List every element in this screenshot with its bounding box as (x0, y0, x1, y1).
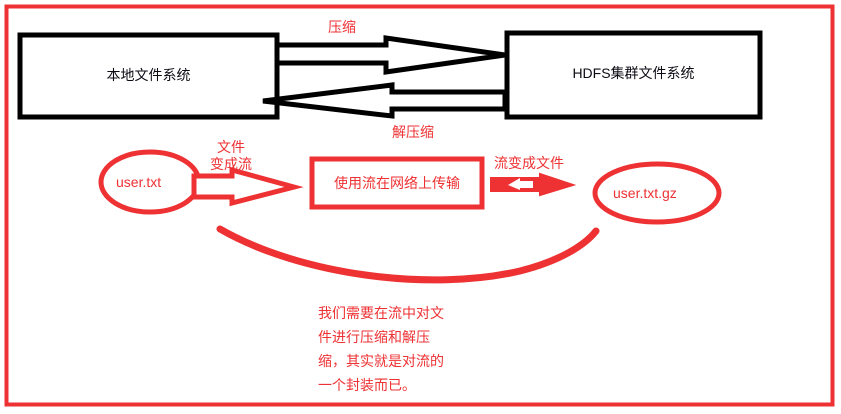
local-filesystem-label: 本地文件系统 (106, 67, 191, 83)
decompress-arrow (262, 82, 508, 119)
stream-transfer-box (309, 156, 485, 210)
annotation-note-line-4: 一个封装而已。 (318, 377, 416, 393)
hdfs-filesystem-label: HDFS集群文件系统 (572, 65, 695, 81)
result-file-ellipse (592, 161, 722, 225)
file-to-stream-label-line1: 文件 (217, 139, 245, 155)
source-file-label: user.txt (116, 174, 162, 190)
stream-to-file-label: 流变成文件 (494, 155, 564, 171)
outer-frame (4, 4, 835, 407)
file-to-stream-arrow (191, 166, 304, 207)
stream-transfer-label: 使用流在网络上传输 (334, 175, 460, 191)
file-to-stream-label-line2: 变成流 (210, 156, 252, 172)
compress-arrow-label: 压缩 (328, 19, 356, 35)
result-file-label: user.txt.gz (613, 185, 677, 201)
annotation-curve (216, 225, 600, 284)
annotation-note-line-1: 我们需要在流中对文 (318, 305, 444, 321)
local-filesystem-box (17, 32, 280, 120)
annotation-note-line-3: 缩，其实就是对流的 (318, 353, 444, 369)
compress-arrow (274, 35, 506, 75)
stream-to-file-arrow-notch (508, 178, 533, 190)
decompress-arrow-label: 解压缩 (392, 124, 434, 140)
annotation-note-line-2: 件进行压缩和解压 (318, 329, 430, 345)
hdfs-filesystem-box (504, 30, 763, 120)
annotation-note: 我们需要在流中对文 件进行压缩和解压 缩，其实就是对流的 一个封装而已。 (318, 301, 444, 397)
